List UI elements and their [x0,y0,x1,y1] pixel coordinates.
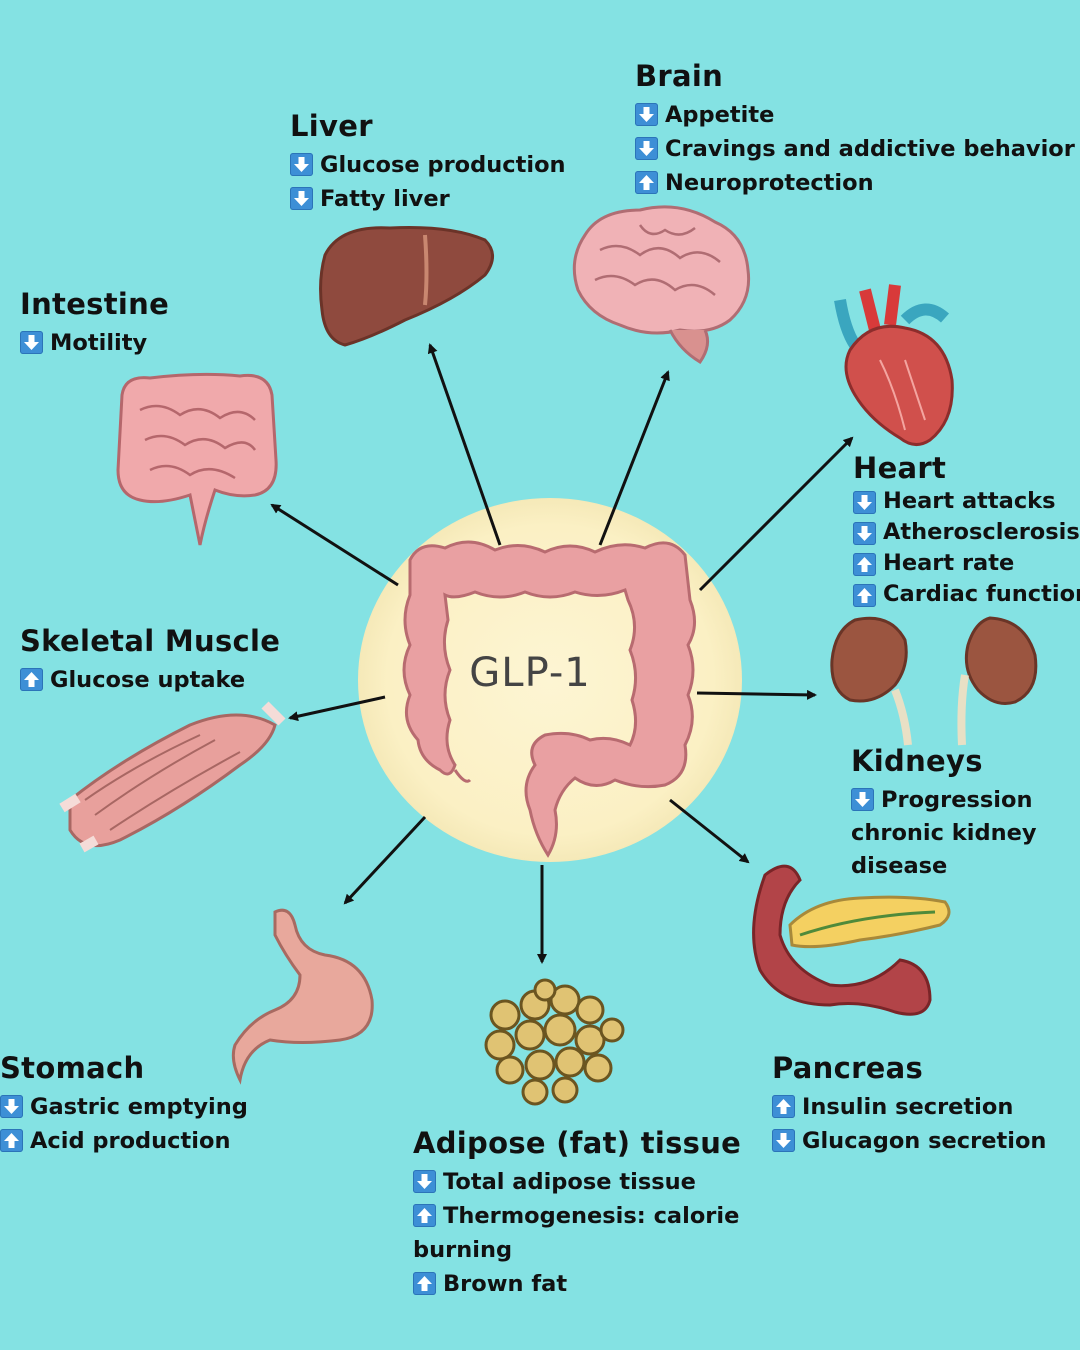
down-arrow-icon [0,1095,23,1118]
up-arrow-icon [413,1272,436,1295]
liver-illustration [319,226,494,347]
muscle-illustration [59,701,286,853]
down-arrow-icon [290,153,313,176]
up-arrow-icon [853,584,876,607]
heart-effect-2: Atherosclerosis [853,517,1080,548]
arrow-to-heart [698,436,854,592]
arrow-to-pancreas [669,798,750,864]
down-arrow-icon [853,522,876,545]
brain-title: Brain [635,59,724,93]
arrow-to-liver [427,343,502,546]
up-arrow-icon [635,171,658,194]
center-label: GLP-1 [469,650,591,696]
intestine-effect-1: Motility [20,326,169,360]
heart-effect-1: Heart attacks [853,486,1080,517]
adipose-effect-2: Thermogenesis: calorie burning [413,1203,740,1263]
pancreas-block: Pancreas Insulin secretion Glucagon secr… [772,1050,1046,1158]
pancreas-title: Pancreas [772,1051,924,1085]
muscle-title: Skeletal Muscle [20,624,281,658]
arrow-to-kidneys [696,689,817,700]
heart-effect-4: Cardiac function [853,579,1080,610]
adipose-block: Adipose (fat) tissue Total adipose tissu… [413,1125,743,1301]
up-arrow-icon [20,668,43,691]
liver-effect-2: Fatty liver [290,182,566,216]
stomach-illustration [231,908,374,1085]
adipose-effect-3: Brown fat [413,1267,743,1301]
down-arrow-icon [851,788,874,811]
kidneys-illustration [830,616,1038,746]
kidneys-title: Kidneys [851,744,983,778]
pancreas-illustration [752,864,951,1016]
intestine-title: Intestine [20,287,170,321]
down-arrow-icon [635,137,658,160]
down-arrow-icon [413,1170,436,1193]
muscle-block: Skeletal Muscle Glucose uptake [20,623,280,697]
stomach-block: Stomach Gastric emptying Acid production [0,1050,248,1158]
pancreas-effects: Insulin secretion Glucagon secretion [772,1090,1046,1158]
liver-effects: Glucose production Fatty liver [290,148,566,216]
stomach-title: Stomach [0,1051,145,1085]
arrow-to-muscle [288,695,386,722]
brain-illustration [572,205,751,365]
heart-effects: Heart attacks Atherosclerosis Heart rate… [853,486,1080,610]
adipose-effect-1: Total adipose tissue [413,1165,743,1199]
kidneys-block: Kidneys Progression chronic kidney disea… [851,743,1051,883]
heart-title: Heart [853,451,947,485]
adipose-effects: Total adipose tissue Thermogenesis: calo… [413,1165,743,1301]
up-arrow-icon [772,1095,795,1118]
arrow-to-stomach [343,815,427,905]
kidneys-effect-1: Progression chronic kidney disease [851,787,1037,879]
liver-effect-1: Glucose production [290,148,566,182]
down-arrow-icon [290,187,313,210]
arrow-to-intestine [270,503,399,587]
brain-block: Brain Appetite Cravings and addictive be… [635,58,1075,200]
adipose-illustration [484,978,625,1106]
down-arrow-icon [635,103,658,126]
brain-effect-3: Neuroprotection [635,166,1075,200]
muscle-effect-1: Glucose uptake [20,663,280,697]
down-arrow-icon [772,1129,795,1152]
intestine-effects: Motility [20,326,169,360]
stomach-effect-2: Acid production [0,1124,248,1158]
arrow-to-brain [598,370,670,546]
heart-illustration [834,284,954,446]
intestine-block: Intestine Motility [20,286,169,360]
liver-title: Liver [290,109,373,143]
brain-effect-1: Appetite [635,98,1075,132]
muscle-effects: Glucose uptake [20,663,280,697]
heart-effect-3: Heart rate [853,548,1080,579]
down-arrow-icon [853,491,876,514]
kidneys-effects: Progression chronic kidney disease [851,783,1051,883]
connector-arrows [270,343,854,964]
intestine-illustration [116,372,278,546]
adipose-title: Adipose (fat) tissue [413,1126,742,1160]
up-arrow-icon [0,1129,23,1152]
up-arrow-icon [413,1204,436,1227]
stomach-effects: Gastric emptying Acid production [0,1090,248,1158]
up-arrow-icon [853,553,876,576]
pancreas-effect-2: Glucagon secretion [772,1124,1046,1158]
heart-block: Heart Heart attacks Atherosclerosis Hear… [853,450,1080,610]
brain-effects: Appetite Cravings and addictive behavior… [635,98,1075,200]
liver-block: Liver Glucose production Fatty liver [290,108,566,216]
colon-illustration [402,540,696,858]
down-arrow-icon [20,331,43,354]
stomach-effect-1: Gastric emptying [0,1090,248,1124]
pancreas-effect-1: Insulin secretion [772,1090,1046,1124]
brain-effect-2: Cravings and addictive behavior [635,132,1075,166]
